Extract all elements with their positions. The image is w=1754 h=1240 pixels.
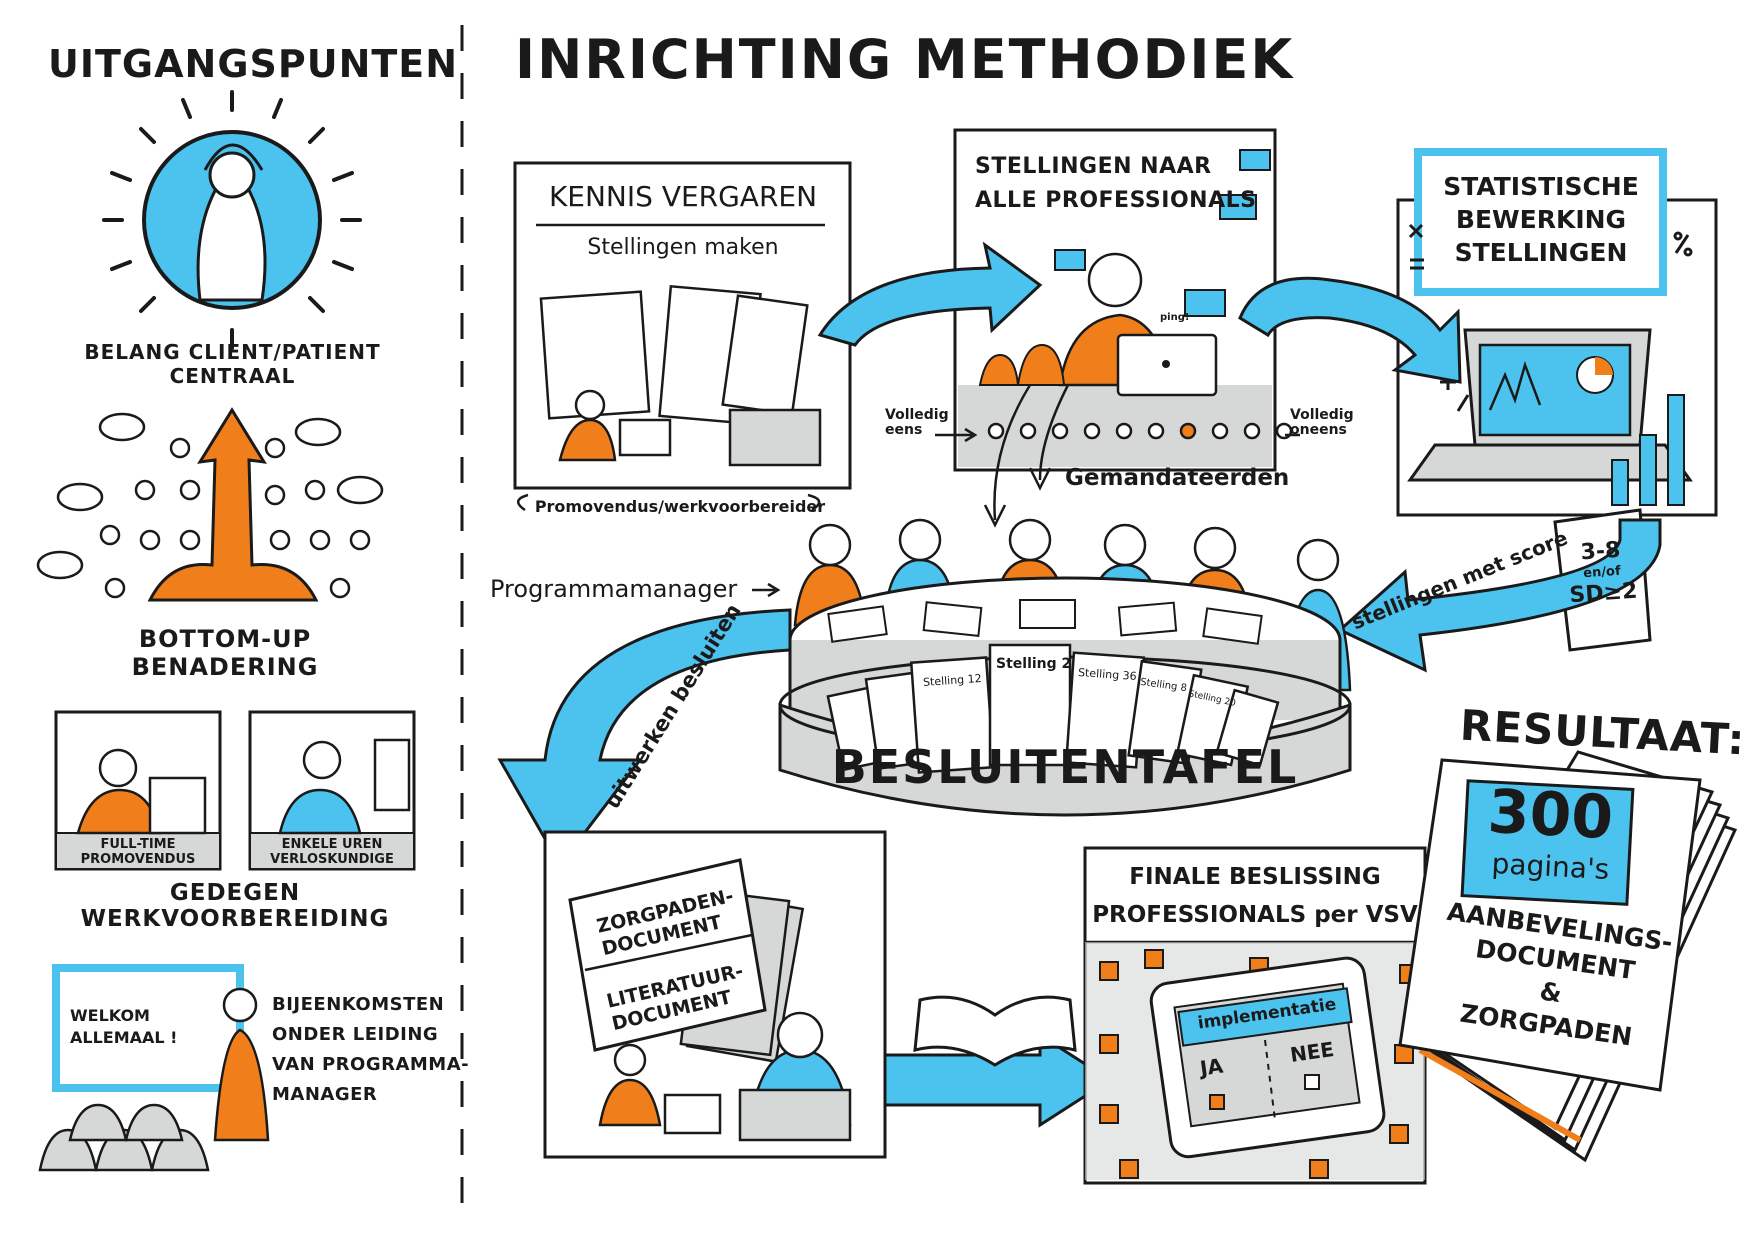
main-title: INRICHTING METHODIEK (515, 28, 1295, 91)
sheet-label-2: Stelling 2 (996, 656, 1072, 672)
arrow-to-stellingen (817, 241, 1043, 347)
scale-right-label: Volledig oneens (1290, 408, 1354, 438)
board-line-1: WELKOM (70, 1006, 150, 1025)
scale-left-line-1: Volledig (885, 407, 949, 423)
caption-bottom-up: BOTTOM-UP BENADERING (131, 625, 319, 681)
finale-line-2: PROFESSIONALS per VSV (1092, 902, 1418, 928)
besluitentafel-label: BESLUITENTAFEL (831, 740, 1299, 794)
tablet-ja: JA (1198, 1053, 1225, 1081)
score-line-3: SD≥2 (1568, 578, 1639, 609)
panel-label-promovendus: FULL-TIME PROMOVENDUS (80, 837, 196, 867)
stat-line-1: STATISTISCHE (1443, 172, 1639, 201)
resultaat-number: 300 (1486, 776, 1615, 854)
ping-label: ping! (1160, 312, 1190, 323)
panel-label-verloskundige: ENKELE UREN VERLOSKUNDIGE (270, 837, 394, 867)
board-line-2: ALLEMAAL ! (70, 1028, 178, 1047)
resultaat-document-stack (1398, 750, 1738, 1163)
arrow-to-statistiek (1238, 276, 1462, 384)
stellingen-title-line-1: STELLINGEN NAAR (975, 154, 1212, 179)
arrow-to-finale (858, 1032, 1113, 1128)
caption-bijeenkomsten: BIJEENKOMSTEN ONDER LEIDING VAN PROGRAMM… (272, 990, 469, 1110)
stat-line-2: BEWERKING (1455, 205, 1627, 234)
caption-line-1: BIJEENKOMSTEN (272, 994, 445, 1015)
caption-line-4: MANAGER (272, 1084, 378, 1105)
kennis-title: KENNIS VERGAREN (548, 180, 818, 213)
board-text: WELKOM ALLEMAAL ! (70, 1005, 177, 1049)
stat-line-3: STELLINGEN (1454, 238, 1628, 267)
finale-line-1: FINALE BESLISSING (1129, 864, 1381, 890)
pregnant-woman-sun-icon (102, 90, 362, 350)
programmamanager-label: Programmamanager (490, 575, 738, 603)
scale-right-line-1: Volledig (1290, 407, 1354, 423)
finale-title: FINALE BESLISSING PROFESSIONALS per VSV (1088, 858, 1422, 934)
besluitentafel-table (778, 576, 1352, 817)
arrow-uitwerken-besluiten (497, 608, 792, 868)
stellingen-title-line-2: ALLE PROFESSIONALS (975, 188, 1257, 213)
kennis-subtitle: Stellingen maken (587, 235, 779, 260)
scale-left-line-2: eens (885, 422, 923, 438)
caption-client-centraal: BELANG CLIENT/PATIENT CENTRAAL (84, 340, 381, 388)
caption-line-2: ONDER LEIDING (272, 1024, 439, 1045)
stellingen-naar-title: STELLINGEN NAAR ALLE PROFESSIONALS (975, 150, 1256, 218)
scale-right-line-2: oneens (1290, 422, 1347, 438)
open-book-icon (913, 995, 1077, 1067)
caption-line-3: VAN PROGRAMMA- (272, 1054, 470, 1075)
gemandateerden-label: Gemandateerden (1065, 465, 1290, 491)
statistische-title: STATISTISCHE BEWERKING STELLINGEN (1422, 170, 1660, 269)
scale-left-label: Volledig eens (885, 408, 949, 438)
score-note-text: 3-8 en/of SD≥2 (1560, 535, 1645, 610)
likert-scale (987, 422, 1293, 440)
left-title: UITGANGSPUNTEN (48, 42, 459, 86)
kennis-footer: Promovendus/werkvoorbereider (534, 497, 826, 516)
growth-arrow-crowd-icon (36, 407, 384, 602)
caption-werkvoorbereiding: GEDEGEN WERKVOORBEREIDING (80, 880, 390, 932)
